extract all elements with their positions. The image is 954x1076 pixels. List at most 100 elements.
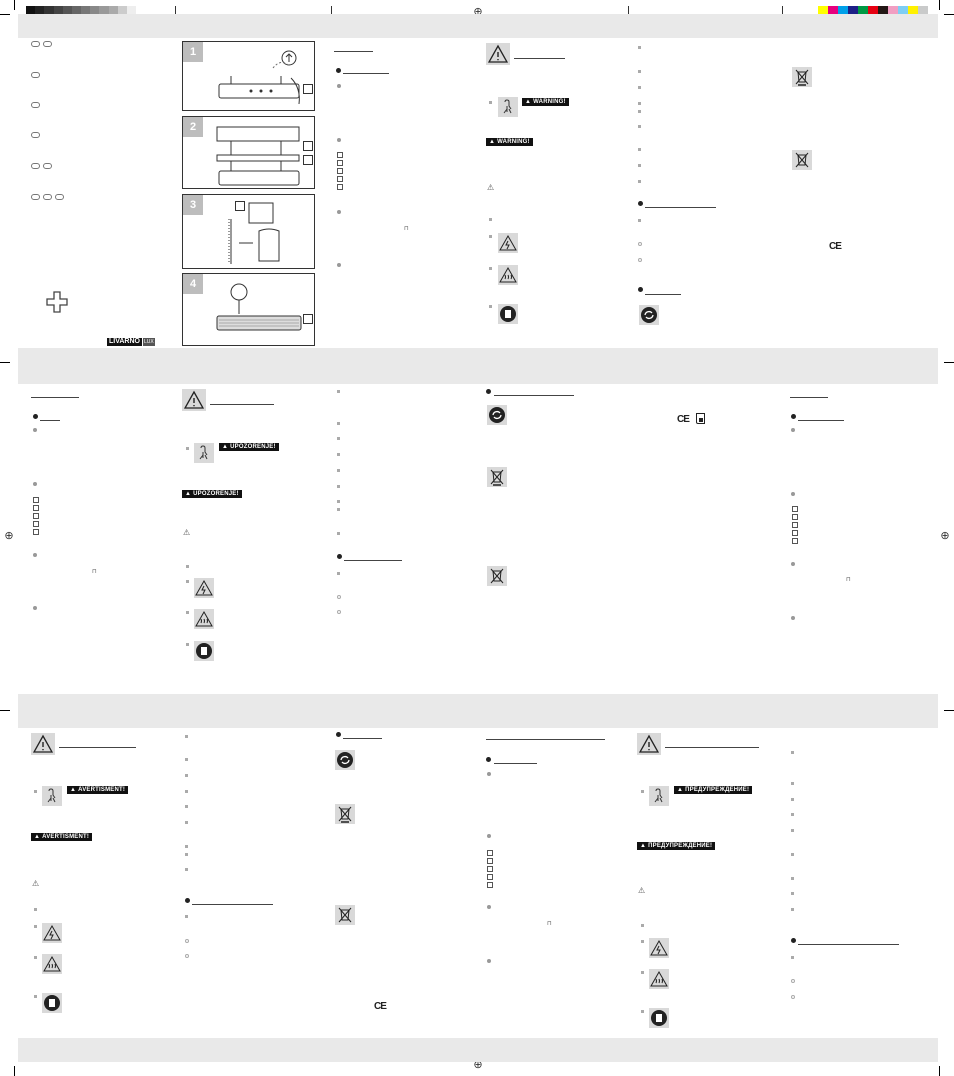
product-illustration: [216, 126, 300, 186]
weee-bin-icon: [792, 67, 812, 87]
list-square: [638, 164, 641, 167]
list-ring: [791, 995, 795, 999]
warning-label: ▲UPOZORENJE!: [219, 443, 279, 451]
crop-mark: [0, 362, 10, 363]
number-box: [337, 160, 343, 166]
list-dot: [33, 606, 37, 610]
warning-label-text: ПРЕДУПРЕЖДЕНИЕ!: [685, 787, 750, 793]
list-dot: [791, 562, 795, 566]
list-square: [489, 101, 492, 104]
section-heading-line: [665, 747, 759, 748]
section-bullet: [791, 414, 796, 419]
list-square: [34, 790, 37, 793]
list-square: [337, 422, 340, 425]
number-box: [792, 530, 798, 536]
figure-number: 2: [183, 117, 203, 137]
figure-3: 3: [182, 194, 315, 269]
crop-mark: [939, 1066, 940, 1076]
list-square: [641, 971, 644, 974]
list-square: [638, 219, 641, 222]
list-dot: [337, 138, 341, 142]
list-square: [638, 125, 641, 128]
crop-mark: [14, 0, 15, 10]
ce-mark: CE: [374, 1001, 387, 1012]
list-square: [791, 798, 794, 801]
figure-callout: [235, 201, 245, 211]
tick-mark: [175, 6, 176, 14]
list-square: [185, 735, 188, 738]
tick-mark: [331, 6, 332, 14]
list-square: [489, 218, 492, 221]
section-heading-line: [494, 395, 574, 396]
product-illustration: [218, 50, 300, 105]
warning-label-text: AVERTISMENT!: [42, 834, 90, 840]
section-bullet: [337, 554, 342, 559]
list-square: [791, 853, 794, 856]
list-dot: [791, 616, 795, 620]
list-square: [185, 821, 188, 824]
section-heading-line: [192, 904, 273, 905]
list-square: [185, 853, 188, 856]
number-box: [487, 882, 493, 888]
tick-mark: [628, 6, 629, 14]
list-ring: [337, 610, 341, 614]
tick-mark: [782, 6, 783, 14]
list-square: [791, 751, 794, 754]
list-square: [185, 868, 188, 871]
figure-number: 1: [183, 42, 203, 62]
list-square: [185, 805, 188, 808]
hot-surface-icon: [649, 969, 669, 989]
list-square: [638, 180, 641, 183]
caution-triangle-icon: ⚠: [32, 879, 40, 888]
crop-mark: [14, 1066, 15, 1076]
list-square: [489, 235, 492, 238]
number-box: [337, 168, 343, 174]
divider-band: [18, 348, 938, 384]
warning-triangle-icon: [182, 389, 206, 411]
list-ring: [185, 939, 189, 943]
warning-label: ▲AVERTISMENT!: [31, 833, 93, 841]
divider-band: [18, 694, 938, 728]
read-manual-icon: [498, 304, 518, 324]
electric-hazard-icon: [498, 233, 518, 253]
crop-mark: [0, 710, 10, 711]
footer-band: [18, 1038, 938, 1062]
list-square: [337, 437, 340, 440]
electric-hazard-icon: [194, 578, 214, 598]
ce-mark: CE: [829, 241, 842, 252]
list-square: [791, 892, 794, 895]
list-square: [641, 924, 644, 927]
hot-surface-icon: [42, 954, 62, 974]
list-square: [638, 70, 641, 73]
list-dot: [337, 210, 341, 214]
section-heading-line: [210, 404, 274, 405]
certification-mark-icon: [696, 413, 705, 424]
section-heading-line: [486, 739, 605, 740]
list-dot: [487, 959, 491, 963]
section-bullet: [336, 732, 341, 737]
list-dot: [791, 428, 795, 432]
weee-bin-icon: [335, 905, 355, 925]
list-square: [641, 940, 644, 943]
weee-bin-icon: [335, 804, 355, 824]
list-ring: [638, 258, 642, 262]
figure-callout: [303, 84, 313, 94]
section-heading-line: [343, 738, 382, 739]
section-bullet: [336, 68, 341, 73]
ce-mark: CE: [677, 414, 690, 425]
crop-mark: [939, 0, 940, 10]
warning-label-text: WARNING!: [533, 99, 566, 105]
list-dot: [33, 482, 37, 486]
warning-label-text: UPOZORENJE!: [193, 491, 239, 497]
read-manual-icon: [42, 993, 62, 1013]
weee-bin-icon: [487, 467, 507, 487]
section-bullet: [486, 757, 491, 762]
list-square: [489, 305, 492, 308]
figure-1: 1: [182, 41, 315, 111]
read-manual-icon: [194, 641, 214, 661]
bracket-glyph: ⊓: [404, 226, 409, 232]
caution-triangle-icon: ⚠: [638, 886, 646, 895]
registration-mark-icon: ⊕: [473, 1059, 483, 1071]
hot-surface-icon: [498, 265, 518, 285]
read-manual-icon: [649, 1008, 669, 1028]
